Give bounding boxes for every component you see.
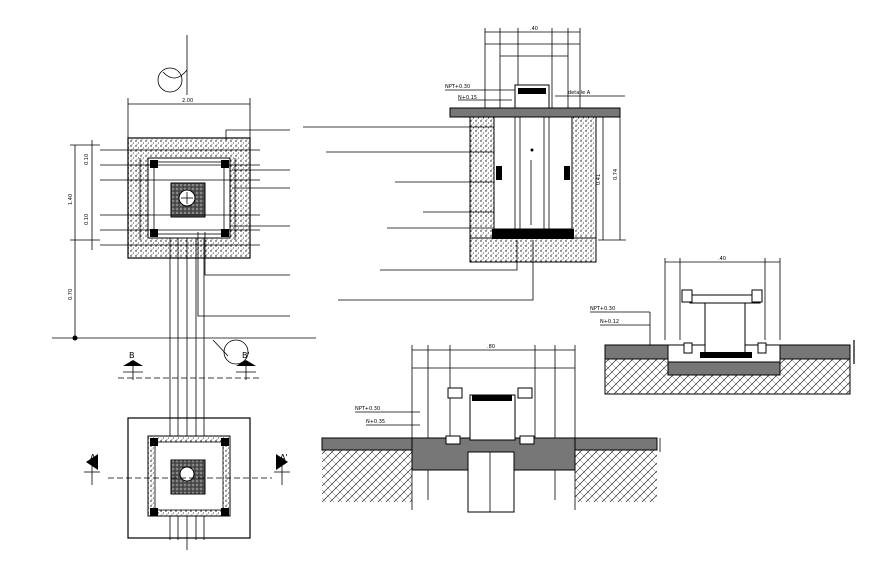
label-nn-3: N+0.35 — [366, 419, 385, 425]
svg-text:0.10: 0.10 — [84, 154, 90, 165]
label-npt-3: NPT+0.30 — [355, 406, 380, 412]
svg-text:.40: .40 — [530, 26, 538, 32]
svg-text:0.10: 0.10 — [84, 214, 90, 225]
section-view-top: .40 NPT+0.30 N+0.15 detalle A — [303, 26, 626, 301]
label-npt-1: NPT+0.30 — [445, 84, 470, 90]
section-a-left: A — [90, 453, 96, 462]
label-npt-2: NPT+0.30 — [590, 306, 615, 312]
section-view-right: .40 NPT+0.30 N+0.12 — [590, 256, 855, 395]
section-a-right: A' — [280, 453, 288, 462]
svg-text:.80: .80 — [487, 344, 495, 350]
section-b-right: B' — [242, 351, 250, 360]
label-detail-1: detalle A — [568, 90, 591, 96]
dim-right-2: 0.74 — [613, 169, 619, 180]
section-b-left: B — [129, 351, 135, 360]
section-view-bottom: .80 NPT+0.30 N+0.35 — [321, 344, 661, 513]
dim-top-width: 2.00 — [182, 98, 193, 104]
dim-side-1: 1.40 — [68, 194, 74, 205]
svg-text:.40: .40 — [718, 256, 726, 262]
label-nn-1: N+0.15 — [458, 95, 477, 101]
plan-view: 2.00 1.40 0.70 0.10 0.10 — [52, 35, 316, 550]
dim-right-1: 0.41 — [596, 174, 602, 185]
label-nn-2: N+0.12 — [600, 319, 619, 325]
dim-side-2: 0.70 — [68, 289, 74, 300]
